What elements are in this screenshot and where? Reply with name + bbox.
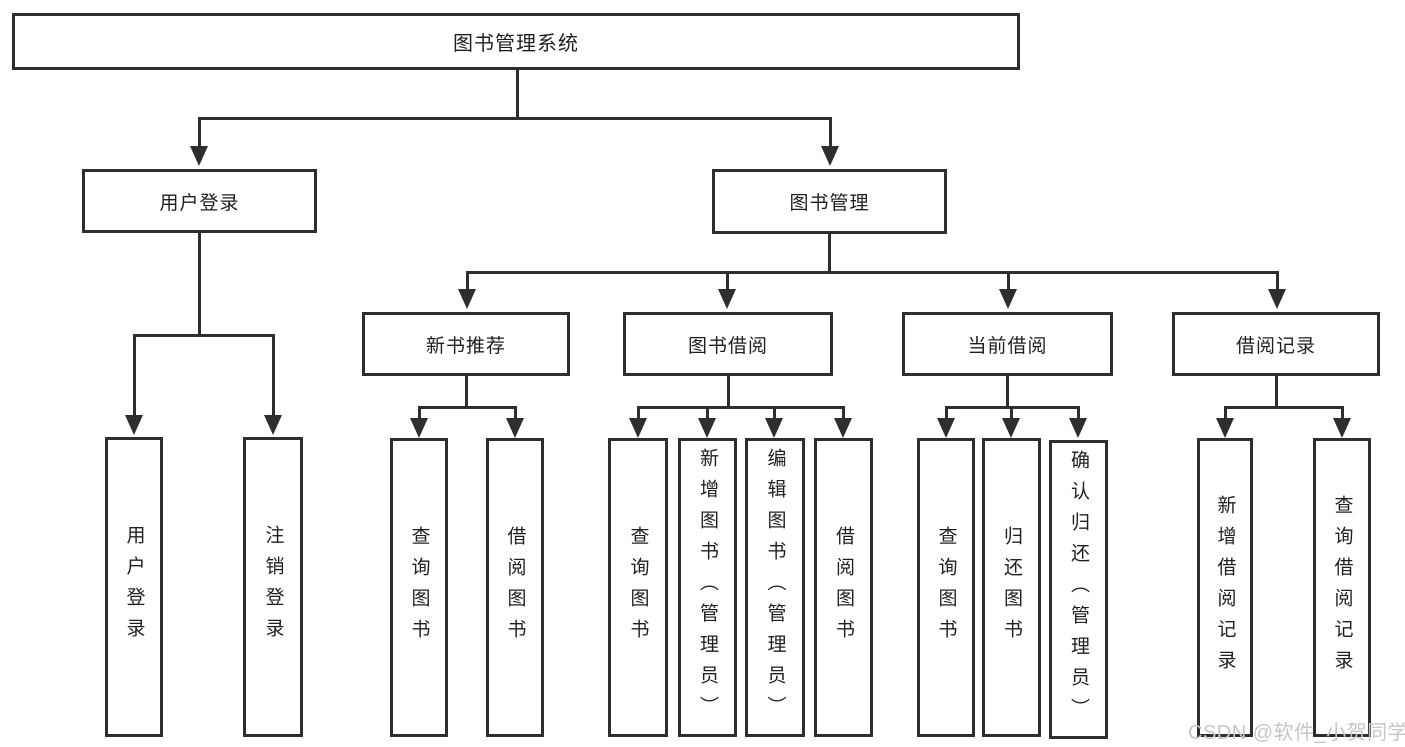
leaf-nb-query-label: 查询图书 bbox=[408, 525, 430, 650]
leaf-cb-confirm-label: 确认归还（管理员） bbox=[1068, 450, 1089, 729]
connector-h bbox=[466, 271, 1278, 274]
connector-v bbox=[1275, 376, 1278, 409]
arrowhead-down-icon bbox=[190, 146, 208, 166]
leaf-bb-add-label: 新增图书（管理员） bbox=[697, 448, 718, 727]
leaf-login-user: 用户登录 bbox=[105, 437, 163, 737]
leaf-bb-query: 查询图书 bbox=[608, 438, 668, 737]
connector-v bbox=[1276, 271, 1279, 291]
node-book-mgmt-label: 图书管理 bbox=[789, 193, 870, 214]
connector-v bbox=[1010, 406, 1013, 419]
node-root: 图书管理系统 bbox=[12, 13, 1020, 70]
arrowhead-down-icon bbox=[698, 418, 716, 438]
arrowhead-down-icon bbox=[718, 289, 736, 309]
connector-v bbox=[706, 406, 709, 419]
node-root-label: 图书管理系统 bbox=[453, 33, 579, 55]
node-book-borrow: 图书借阅 bbox=[623, 312, 833, 376]
connector-v bbox=[198, 117, 201, 147]
leaf-cb-confirm: 确认归还（管理员） bbox=[1049, 440, 1108, 739]
node-new-books: 新书推荐 bbox=[362, 312, 570, 376]
connector-v bbox=[418, 406, 421, 419]
connector-v bbox=[829, 117, 832, 147]
node-user-login: 用户登录 bbox=[82, 169, 317, 233]
connector-v bbox=[945, 406, 948, 419]
connector-v bbox=[1077, 406, 1080, 419]
leaf-cb-query-label: 查询图书 bbox=[935, 525, 957, 650]
leaf-cb-query: 查询图书 bbox=[917, 438, 975, 737]
arrowhead-down-icon bbox=[834, 418, 852, 438]
connector-v bbox=[727, 376, 730, 409]
connector-v bbox=[1006, 376, 1009, 409]
connector-v bbox=[514, 406, 517, 419]
leaf-br-query-label: 查询借阅记录 bbox=[1331, 494, 1353, 681]
connector-v bbox=[842, 406, 845, 419]
connector-v bbox=[773, 406, 776, 419]
connector-h bbox=[1224, 406, 1343, 409]
connector-v bbox=[272, 334, 275, 417]
leaf-login-user-label: 用户登录 bbox=[123, 525, 145, 649]
leaf-br-query: 查询借阅记录 bbox=[1313, 438, 1371, 737]
arrowhead-down-icon bbox=[1216, 418, 1234, 438]
connector-v bbox=[637, 406, 640, 419]
arrowhead-down-icon bbox=[264, 415, 282, 435]
arrowhead-down-icon bbox=[1333, 418, 1351, 438]
connector-h bbox=[418, 406, 516, 409]
arrowhead-down-icon bbox=[629, 418, 647, 438]
connector-v bbox=[828, 233, 831, 273]
leaf-cb-return: 归还图书 bbox=[982, 438, 1041, 737]
arrowhead-down-icon bbox=[458, 289, 476, 309]
connector-v bbox=[726, 271, 729, 291]
node-borrow-records-label: 借阅记录 bbox=[1235, 335, 1316, 357]
node-new-books-label: 新书推荐 bbox=[425, 335, 506, 357]
leaf-bb-edit: 编辑图书（管理员） bbox=[745, 438, 805, 737]
connector-v bbox=[1224, 406, 1227, 419]
leaf-nb-borrow: 借阅图书 bbox=[486, 438, 544, 737]
leaf-nb-query: 查询图书 bbox=[390, 438, 448, 737]
leaf-bb-query-label: 查询图书 bbox=[627, 525, 649, 650]
arrowhead-down-icon bbox=[1268, 289, 1286, 309]
arrowhead-down-icon bbox=[410, 418, 428, 438]
connector-v bbox=[516, 70, 519, 117]
connector-v bbox=[133, 334, 136, 417]
leaf-br-add: 新增借阅记录 bbox=[1197, 438, 1253, 737]
node-current-borrow: 当前借阅 bbox=[902, 312, 1113, 376]
arrowhead-down-icon bbox=[1002, 418, 1020, 438]
leaf-bb-borrow-label: 借阅图书 bbox=[833, 525, 854, 650]
connector-v bbox=[1007, 271, 1010, 291]
connector-v bbox=[465, 376, 468, 409]
leaf-login-logout: 注销登录 bbox=[243, 437, 303, 737]
leaf-bb-borrow: 借阅图书 bbox=[814, 438, 873, 737]
node-borrow-records: 借阅记录 bbox=[1172, 312, 1380, 376]
node-user-login-label: 用户登录 bbox=[159, 192, 240, 214]
connector-v bbox=[198, 233, 201, 335]
connector-v bbox=[1341, 406, 1344, 419]
connector-v bbox=[466, 271, 469, 291]
leaf-br-add-label: 新增借阅记录 bbox=[1214, 494, 1236, 681]
node-current-borrow-label: 当前借阅 bbox=[967, 335, 1048, 357]
leaf-bb-edit-label: 编辑图书（管理员） bbox=[764, 448, 786, 727]
leaf-nb-borrow-label: 借阅图书 bbox=[504, 525, 526, 650]
node-book-borrow-label: 图书借阅 bbox=[687, 335, 768, 357]
connector-h bbox=[133, 334, 275, 337]
leaf-login-logout-label: 注销登录 bbox=[262, 525, 284, 649]
arrowhead-down-icon bbox=[999, 289, 1017, 309]
arrowhead-down-icon bbox=[125, 415, 143, 435]
connector-h bbox=[198, 117, 832, 120]
node-book-mgmt: 图书管理 bbox=[712, 169, 947, 234]
connector-h bbox=[637, 406, 844, 409]
leaf-bb-add: 新增图书（管理员） bbox=[678, 438, 737, 737]
arrowhead-down-icon bbox=[1069, 418, 1087, 438]
arrowhead-down-icon bbox=[821, 146, 839, 166]
arrowhead-down-icon bbox=[506, 418, 524, 438]
arrowhead-down-icon bbox=[937, 418, 955, 438]
csdn-watermark: CSDN @软件_小贺同学 bbox=[1188, 722, 1405, 744]
arrowhead-down-icon bbox=[765, 418, 783, 438]
leaf-cb-return-label: 归还图书 bbox=[1001, 525, 1022, 650]
